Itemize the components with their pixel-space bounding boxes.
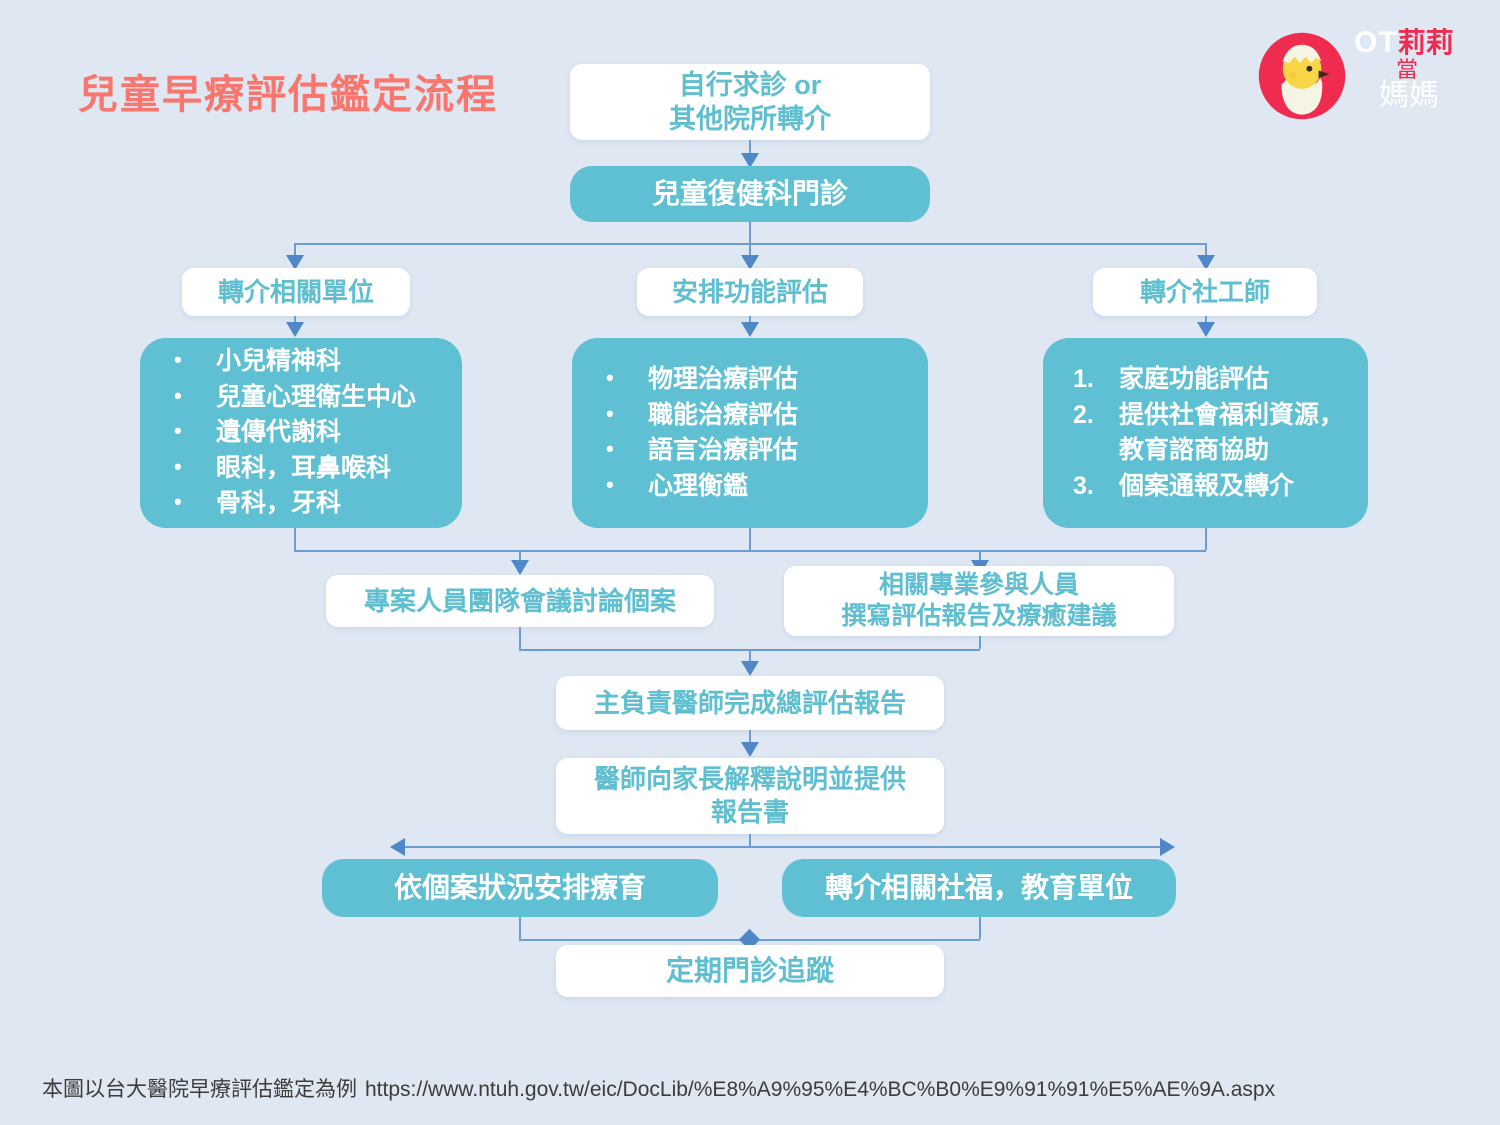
number-marker: 3. <box>1073 471 1094 500</box>
connector-outcome-right-down <box>979 917 981 939</box>
number-marker: 1. <box>1073 365 1094 393</box>
node-start: 自行求診 or 其他院所轉介 <box>570 64 930 140</box>
node-outcome-referral: 轉介相關社福，教育單位 <box>782 859 1176 917</box>
list-branch-3: 1.家庭功能評估 2.提供社會福利資源， 教育諮商協助 3.個案通報及轉介 <box>1043 338 1368 528</box>
brand-ot-text: OT <box>1354 26 1398 59</box>
chick-in-egg-icon <box>1258 32 1346 120</box>
node-outcome-therapy: 依個案狀況安排療育 <box>322 859 718 917</box>
bullet-marker: • <box>606 400 614 426</box>
node-branch-header-2: 安排功能評估 <box>637 268 863 316</box>
node-report-writing: 相關專業參與人員 撰寫評估報告及療癒建議 <box>784 566 1174 636</box>
bullet-marker: • <box>606 471 614 497</box>
connector-to-meeting <box>519 550 521 564</box>
page-title: 兒童早療評估鑑定流程 <box>78 73 498 117</box>
arrow-to-outcome-right <box>1160 838 1175 856</box>
bullet-marker: • <box>174 453 182 479</box>
node-clinic: 兒童復健科門診 <box>570 166 930 222</box>
bullet-marker: • <box>174 418 182 444</box>
list-item: •兒童心理衛生中心 <box>170 380 444 416</box>
connector-summary-to-explain <box>749 730 751 748</box>
list-item: •物理治療評估 <box>602 362 910 398</box>
list-item: 2.提供社會福利資源， 教育諮商協助 <box>1073 398 1350 469</box>
connector-meeting-down <box>519 627 521 649</box>
connector-branch-mid-drop <box>749 243 751 261</box>
list-branch-2: •物理治療評估 •職能治療評估 •語言治療評估 •心理衡鑑 <box>572 338 928 528</box>
connector-to-report <box>979 550 981 564</box>
list-item: •小兒精神科 <box>170 344 444 380</box>
brand-line-1: OT莉莉 <box>1354 26 1466 59</box>
connector-branch-right-drop <box>1205 243 1207 261</box>
connector-start-to-clinic <box>749 140 751 162</box>
brand-dang-text: 當 <box>1395 56 1418 82</box>
arrow-start-to-clinic <box>741 153 759 168</box>
connector-branch-left-drop <box>294 243 296 261</box>
bullet-marker: • <box>174 347 182 373</box>
connector-list1-down <box>294 528 296 550</box>
arrow-to-branch-1 <box>286 255 304 270</box>
bullet-marker: • <box>174 382 182 408</box>
node-branch-header-1: 轉介相關單位 <box>182 268 410 316</box>
footer-source: 本圖以台大醫院早療評估鑑定為例 https://www.ntuh.gov.tw/e… <box>42 1073 1275 1103</box>
node-branch-header-3: 轉介社工師 <box>1093 268 1317 316</box>
list-item: •眼科，耳鼻喉科 <box>170 451 444 487</box>
arrow-to-meeting <box>511 560 529 575</box>
arrow-to-summary <box>741 661 759 676</box>
arrow-header3-to-list3 <box>1197 322 1215 337</box>
connector-list3-down <box>1205 528 1207 550</box>
list-item: •心理衡鑑 <box>602 469 910 505</box>
node-explain-to-parents: 醫師向家長解釋說明並提供 報告書 <box>556 758 944 834</box>
connector-clinic-down <box>749 222 751 244</box>
list-branch-1-items: •小兒精神科 •兒童心理衛生中心 •遺傳代謝科 •眼科，耳鼻喉科 •骨科，牙科 <box>170 344 444 522</box>
list-item: •骨科，牙科 <box>170 486 444 522</box>
list-item: •遺傳代謝科 <box>170 415 444 451</box>
list-item: 1.家庭功能評估 <box>1073 362 1350 398</box>
footer-url: https://www.ntuh.gov.tw/eic/DocLib/%E8%A… <box>365 1078 1276 1101</box>
connector-list2-down <box>749 528 751 550</box>
list-branch-3-items: 1.家庭功能評估 2.提供社會福利資源， 教育諮商協助 3.個案通報及轉介 <box>1073 362 1350 504</box>
number-marker: 2. <box>1073 400 1094 429</box>
list-item: •職能治療評估 <box>602 398 910 434</box>
connector-to-summary <box>749 649 751 665</box>
connector-converge-bus <box>294 550 1206 552</box>
brand-logo: OT莉莉 當 媽媽 <box>1256 26 1466 136</box>
node-team-meeting: 專案人員團隊會議討論個案 <box>326 575 714 627</box>
brand-mama-text: 媽媽 <box>1379 79 1439 113</box>
arrow-header2-to-list2 <box>741 322 759 337</box>
arrow-to-branch-2 <box>741 255 759 270</box>
arrow-summary-to-explain <box>741 742 759 757</box>
list-item: 3.個案通報及轉介 <box>1073 469 1350 505</box>
connector-report-down <box>979 636 981 649</box>
node-followup: 定期門診追蹤 <box>556 945 944 997</box>
brand-lili-text: 莉莉 <box>1397 27 1454 58</box>
arrow-header1-to-list1 <box>286 322 304 337</box>
connector-outcome-left-down <box>519 917 521 939</box>
arrow-to-outcome-left <box>390 838 405 856</box>
connector-explain-down <box>749 834 751 846</box>
list-branch-1: •小兒精神科 •兒童心理衛生中心 •遺傳代謝科 •眼科，耳鼻喉科 •骨科，牙科 <box>140 338 462 528</box>
connector-header2-to-list2 <box>749 316 751 326</box>
list-item: •語言治療評估 <box>602 433 910 469</box>
bullet-marker: • <box>606 436 614 461</box>
connector-outcome-bus <box>396 846 1166 848</box>
brand-logo-text: OT莉莉 當 媽媽 <box>1354 26 1466 113</box>
list-branch-2-items: •物理治療評估 •職能治療評估 •語言治療評估 •心理衡鑑 <box>602 362 910 504</box>
arrow-to-branch-3 <box>1197 255 1215 270</box>
bullet-marker: • <box>174 489 182 515</box>
footer-note: 本圖以台大醫院早療評估鑑定為例 <box>42 1078 357 1101</box>
connector-header1-to-list1 <box>294 316 296 326</box>
bullet-marker: • <box>606 365 614 390</box>
node-summary-report: 主負責醫師完成總評估報告 <box>556 676 944 730</box>
connector-header3-to-list3 <box>1205 316 1207 326</box>
